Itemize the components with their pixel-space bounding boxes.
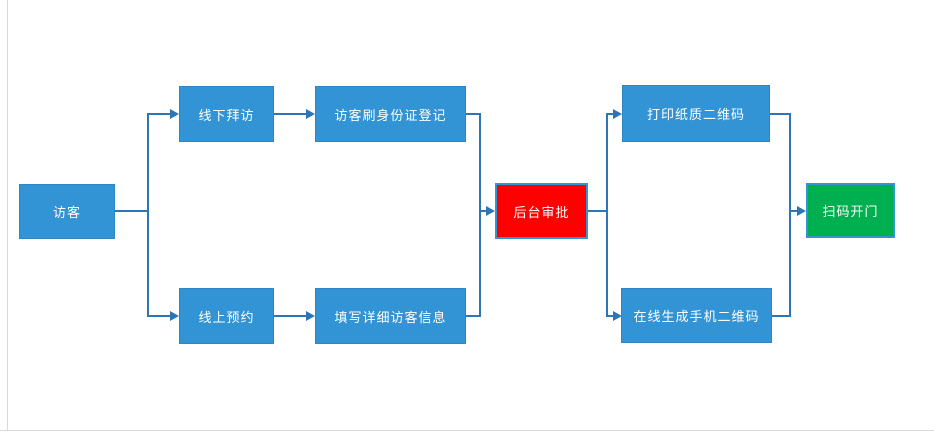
connector-merge-door-vertical xyxy=(789,113,791,317)
node-backend-approval[interactable]: 后台审批 xyxy=(495,183,588,239)
connector-mobileqr-out xyxy=(772,315,791,317)
connector-to-print-paper-qrcode xyxy=(608,113,613,115)
page-edge-horizontal xyxy=(0,430,934,431)
connector-approval-out xyxy=(588,210,608,212)
arrowhead-to-fill-visitor-info xyxy=(306,311,315,321)
connector-to-backend-approval xyxy=(481,210,486,212)
arrowhead-to-print-paper-qrcode xyxy=(613,109,622,119)
arrowhead-to-offline-visit xyxy=(170,109,179,119)
node-scan-open-door[interactable]: 扫码开门 xyxy=(806,183,895,238)
connector-approval-branch-vertical xyxy=(606,113,608,317)
arrowhead-to-scan-open-door xyxy=(797,206,806,216)
connector-to-id-card-register xyxy=(274,113,306,115)
arrowhead-to-id-card-register xyxy=(306,109,315,119)
connector-to-fill-visitor-info xyxy=(274,315,306,317)
connector-visitor-branch-vertical xyxy=(147,113,149,317)
page-edge-vertical xyxy=(7,0,8,430)
connector-to-offline-visit xyxy=(149,113,170,115)
connector-to-online-mobile-qrcode xyxy=(608,315,613,317)
connector-to-scan-open-door xyxy=(791,210,797,212)
connector-printqr-out xyxy=(770,113,791,115)
arrowhead-to-online-mobile-qrcode xyxy=(613,311,622,321)
node-online-booking[interactable]: 线上预约 xyxy=(179,288,274,344)
node-visitor[interactable]: 访客 xyxy=(19,184,115,239)
connector-merge-approval-vertical xyxy=(479,113,481,317)
connector-idreg-out xyxy=(466,113,481,115)
node-fill-visitor-info[interactable]: 填写详细访客信息 xyxy=(315,288,466,344)
node-print-paper-qrcode[interactable]: 打印纸质二维码 xyxy=(622,85,770,142)
arrowhead-to-online-booking xyxy=(170,311,179,321)
node-id-card-register[interactable]: 访客刷身份证登记 xyxy=(315,86,466,142)
connector-visitor-branch xyxy=(115,210,149,212)
node-offline-visit[interactable]: 线下拜访 xyxy=(179,86,274,142)
connector-to-online-booking xyxy=(149,315,170,317)
node-online-mobile-qrcode[interactable]: 在线生成手机二维码 xyxy=(621,288,772,343)
arrowhead-to-backend-approval xyxy=(486,206,495,216)
connector-fillinfo-out xyxy=(466,315,481,317)
